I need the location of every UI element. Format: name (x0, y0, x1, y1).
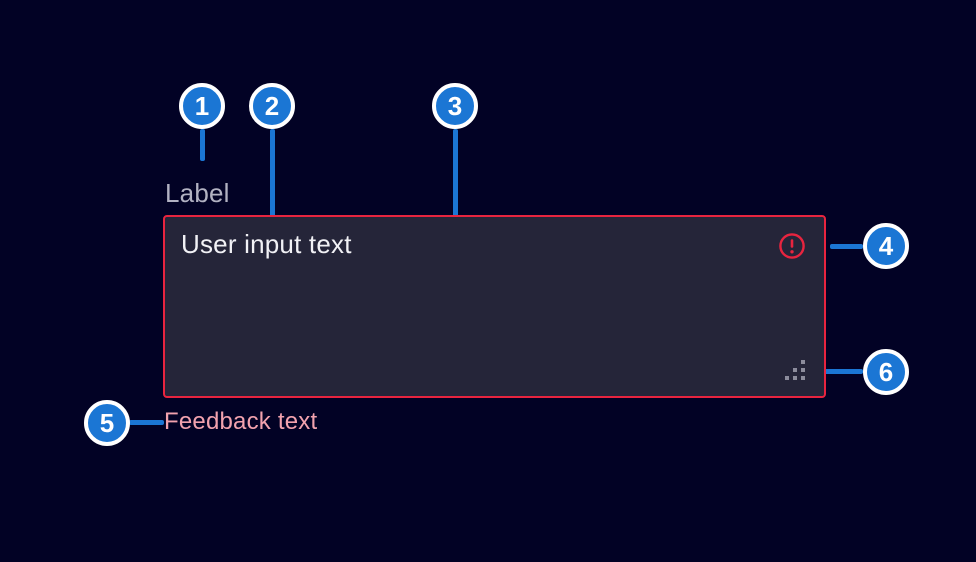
connector-line-1 (200, 129, 205, 161)
annotation-marker-4: 4 (863, 223, 909, 269)
exclamation-circle-icon (779, 233, 805, 259)
marker-number: 6 (878, 356, 894, 387)
field-label: Label (165, 178, 230, 208)
annotation-marker-6: 6 (863, 349, 909, 395)
resize-grip-icon[interactable] (785, 360, 805, 380)
connector-line-5 (129, 420, 164, 425)
feedback-text: Feedback text (164, 408, 318, 435)
connector-line-4 (830, 244, 863, 249)
connector-line-2 (270, 129, 275, 223)
textarea-input[interactable]: User input text (163, 215, 826, 398)
marker-number: 4 (878, 230, 894, 261)
annotation-marker-2: 2 (249, 83, 295, 129)
connector-line-6 (817, 369, 863, 374)
connector-line-3 (453, 129, 458, 243)
marker-number: 2 (264, 90, 280, 121)
annotation-marker-3: 3 (432, 83, 478, 129)
marker-number: 3 (447, 90, 463, 121)
user-input-text: User input text (181, 229, 352, 259)
marker-number: 5 (99, 407, 115, 438)
annotation-marker-5: 5 (84, 400, 130, 446)
annotation-marker-1: 1 (179, 83, 225, 129)
marker-number: 1 (194, 90, 210, 121)
